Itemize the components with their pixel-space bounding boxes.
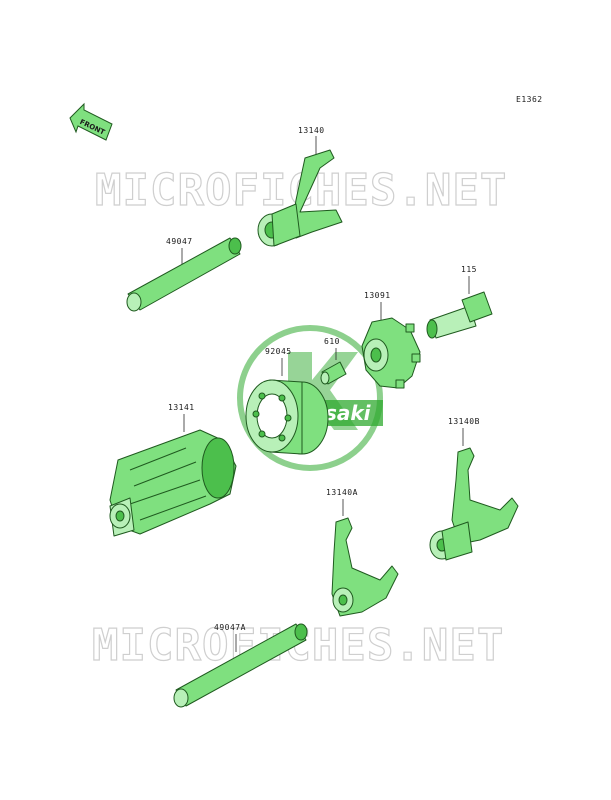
part-49047-shaft: 49047: [126, 237, 242, 312]
diagram-code: E1362: [516, 95, 543, 104]
label-92045: 92045: [265, 347, 292, 356]
part-13091-drum-cam: 13091: [361, 291, 421, 389]
part-13140a-shift-fork: 13140A: [326, 488, 399, 617]
part-13141-shift-drum: 13141: [109, 403, 237, 537]
part-13140b-shift-fork: 13140B: [429, 417, 519, 561]
part-92045-bearing: 92045: [245, 347, 329, 455]
front-arrow-icon: FRONT: [69, 102, 113, 141]
label-13140b: 13140B: [448, 417, 480, 426]
label-49047: 49047: [166, 237, 193, 246]
label-610: 610: [324, 337, 340, 346]
label-115: 115: [461, 265, 477, 274]
label-13140: 13140: [298, 126, 325, 135]
part-115-bolt: 115: [426, 265, 493, 339]
label-49047a: 49047A: [214, 623, 246, 632]
label-13140a: 13140A: [326, 488, 358, 497]
part-13140-shift-fork: 13140: [257, 126, 343, 247]
label-13141: 13141: [168, 403, 195, 412]
part-610-pin: 610: [320, 337, 347, 385]
label-13091: 13091: [364, 291, 391, 300]
part-49047a-shaft: 49047A: [173, 623, 308, 708]
